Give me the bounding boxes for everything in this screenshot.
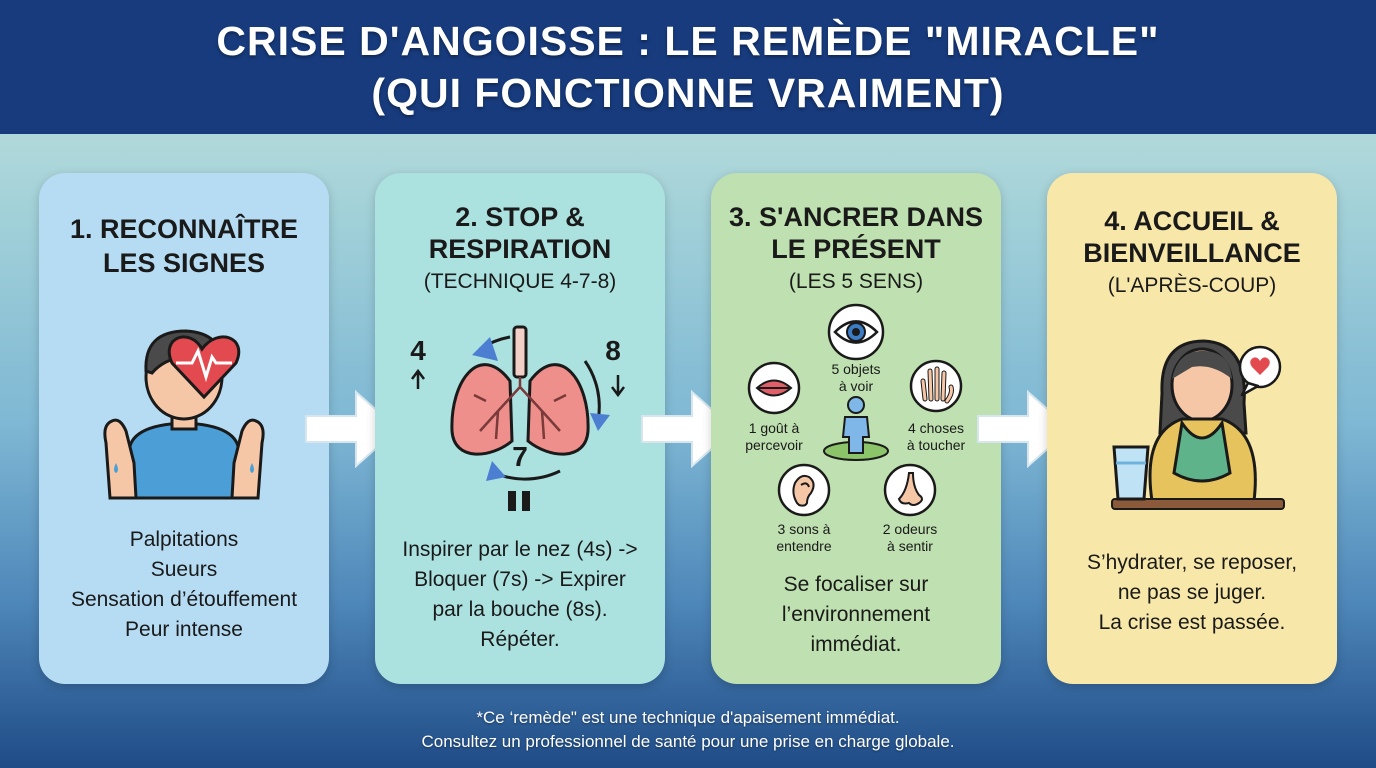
lungs-icon	[411, 325, 625, 511]
sense-hear-line-1: 3 sons à	[777, 521, 831, 537]
sense-smell-line-1: 2 odeurs	[882, 521, 938, 537]
sense-see-line-1: 5 objets	[831, 361, 881, 377]
person-heartbeat-icon	[103, 329, 265, 500]
hold-count: 7	[512, 441, 528, 472]
sense-smell-line-2: à sentir	[887, 538, 933, 554]
step-4-subtitle: (L'APRÈS-COUP)	[1107, 274, 1277, 297]
disclaimer-line-1: *Ce ‘remède" est une technique d'apaisem…	[476, 708, 900, 727]
step-3-text-3: immédiat.	[810, 633, 902, 656]
step-card-1: 1. RECONNAÎTRE LES SIGNES Palpitations S…	[39, 173, 329, 684]
step-4-text-3: La crise est passée.	[1098, 611, 1286, 634]
ear-icon	[777, 463, 831, 517]
step-2-text-4: Répéter.	[480, 628, 560, 651]
sense-touch-line-1: 4 choses	[907, 420, 965, 436]
page-title-line-2: (QUI FONCTIONNE VRAIMENT)	[371, 70, 1005, 116]
eye-icon	[827, 303, 885, 361]
step-2-title-line-2: RESPIRATION	[428, 234, 612, 264]
step-2-title-line-1: 2. STOP &	[455, 202, 585, 232]
step-1-sign-3: Sensation d’étouffement	[70, 588, 298, 611]
page-title-line-1: CRISE D'ANGOISSE : LE REMÈDE "MIRACLE"	[216, 18, 1160, 64]
step-4-text-2: ne pas se juger.	[1117, 581, 1267, 604]
step-3-text-1: Se focaliser sur	[783, 573, 929, 596]
step-1-title-line-2: LES SIGNES	[102, 248, 266, 278]
person-blanket-icon	[1111, 339, 1285, 510]
hand-icon	[909, 359, 963, 413]
step-2-text-3: par la bouche (8s).	[432, 598, 608, 621]
step-3-text-2: l’environnement	[781, 603, 931, 626]
step-1-sign-4: Peur intense	[125, 618, 243, 641]
step-2-text-1: Inspirer par le nez (4s) ->	[402, 538, 638, 561]
person-standing-icon	[823, 396, 889, 461]
disclaimer: *Ce ‘remède" est une technique d'apaisem…	[0, 706, 1376, 754]
exhale-count: 8	[605, 335, 621, 366]
sense-hear-line-2: entendre	[776, 538, 832, 554]
step-4-text-1: S’hydrater, se reposer,	[1086, 551, 1298, 574]
step-3-title-line-1: 3. S'ANCRER DANS	[729, 202, 983, 232]
step-2-text-2: Bloquer (7s) -> Expirer	[414, 568, 626, 591]
step-4-title-line-2: BIENVEILLANCE	[1083, 238, 1301, 268]
sense-taste-line-1: 1 goût à	[748, 420, 800, 436]
step-1-sign-1: Palpitations	[129, 528, 239, 551]
step-1-title-line-1: 1. RECONNAÎTRE	[69, 214, 299, 244]
page-header: CRISE D'ANGOISSE : LE REMÈDE "MIRACLE" (…	[0, 0, 1376, 134]
step-card-4: 4. ACCUEIL & BIENVEILLANCE (L'APRÈS-COUP…	[1047, 173, 1337, 684]
step-3-subtitle: (LES 5 SENS)	[788, 270, 924, 293]
sense-see-line-2: à voir	[838, 378, 874, 394]
mouth-icon	[747, 361, 801, 415]
nose-icon	[883, 463, 937, 517]
step-1-sign-2: Sueurs	[150, 558, 218, 581]
step-card-2: 2. STOP & RESPIRATION (TECHNIQUE 4-7-8) …	[375, 173, 665, 684]
inhale-count: 4	[410, 335, 426, 366]
disclaimer-line-2: Consultez un professionnel de santé pour…	[421, 732, 955, 751]
step-4-title-line-1: 4. ACCUEIL &	[1104, 206, 1280, 236]
step-card-3: 3. S'ANCRER DANS LE PRÉSENT (LES 5 SENS)…	[711, 173, 1001, 684]
sense-taste-line-2: percevoir	[745, 437, 803, 453]
sense-touch-line-2: à toucher	[906, 437, 966, 453]
step-2-subtitle: (TECHNIQUE 4-7-8)	[423, 270, 617, 293]
step-3-title-line-2: LE PRÉSENT	[771, 234, 941, 264]
